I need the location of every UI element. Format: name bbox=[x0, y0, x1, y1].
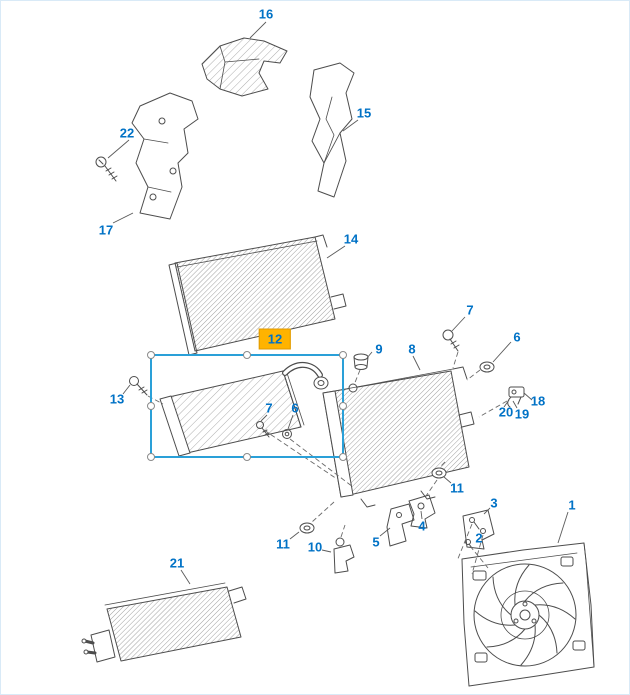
part-label-6-inner[interactable]: 6 bbox=[291, 400, 299, 416]
part-21-oil-cooler[interactable] bbox=[81, 582, 247, 663]
selection-handles bbox=[147, 351, 347, 461]
part-15-heat-shield[interactable] bbox=[309, 62, 355, 198]
label-leader-lines bbox=[107, 21, 569, 585]
bolt-7-upper-icon[interactable] bbox=[442, 329, 460, 352]
bolt-13-icon[interactable] bbox=[129, 376, 148, 396]
clip-10-icon[interactable] bbox=[333, 537, 355, 574]
part-label-11-right[interactable]: 11 bbox=[450, 480, 464, 496]
part-label-11-left[interactable]: 11 bbox=[276, 536, 290, 552]
assembly-dashed-lines bbox=[147, 351, 508, 575]
selection-handle bbox=[147, 453, 155, 461]
part-label-13[interactable]: 13 bbox=[109, 391, 125, 407]
selection-handle bbox=[147, 402, 155, 410]
part-label-19[interactable]: 19 bbox=[514, 406, 530, 422]
selection-handle bbox=[147, 351, 155, 359]
part-label-7-inner[interactable]: 7 bbox=[265, 400, 273, 416]
part-label-3[interactable]: 3 bbox=[490, 495, 498, 511]
part-8-radiator[interactable] bbox=[322, 366, 475, 508]
grommet-11-right-icon[interactable] bbox=[431, 467, 447, 479]
part-label-2[interactable]: 2 bbox=[475, 530, 483, 546]
part-17-bracket-panel[interactable] bbox=[131, 92, 199, 220]
part-label-5[interactable]: 5 bbox=[372, 534, 380, 550]
selection-box[interactable] bbox=[147, 351, 347, 461]
part-label-10[interactable]: 10 bbox=[307, 539, 323, 555]
part-label-15[interactable]: 15 bbox=[356, 105, 372, 121]
part-12-intercooler[interactable] bbox=[159, 362, 329, 457]
part-1-fan-shroud[interactable] bbox=[461, 542, 595, 687]
part-label-8[interactable]: 8 bbox=[408, 341, 416, 357]
part-label-16[interactable]: 16 bbox=[258, 6, 274, 22]
bolt-7-icon[interactable] bbox=[256, 421, 270, 438]
clip-18-19-20-icons[interactable] bbox=[507, 386, 525, 408]
part-4-bracket[interactable] bbox=[408, 494, 436, 529]
part-label-20[interactable]: 20 bbox=[498, 404, 514, 420]
part-label-14[interactable]: 14 bbox=[343, 231, 359, 247]
grommet-11-left-icon[interactable] bbox=[299, 522, 315, 534]
part-label-21[interactable]: 21 bbox=[169, 555, 185, 571]
part-5-bracket[interactable] bbox=[386, 503, 415, 547]
cap-9-icon[interactable] bbox=[353, 353, 369, 370]
grommet-6-upper-icon[interactable] bbox=[479, 361, 495, 373]
selection-handle bbox=[339, 453, 347, 461]
part-label-1[interactable]: 1 bbox=[568, 497, 576, 513]
part-label-22[interactable]: 22 bbox=[119, 125, 135, 141]
part-label-4[interactable]: 4 bbox=[418, 518, 426, 534]
part-label-6-upper[interactable]: 6 bbox=[513, 329, 521, 345]
selection-handle bbox=[339, 402, 347, 410]
selection-handle bbox=[339, 351, 347, 359]
part-label-17[interactable]: 17 bbox=[98, 222, 114, 238]
part-label-18[interactable]: 18 bbox=[530, 393, 546, 409]
screw-22-icon[interactable] bbox=[95, 156, 118, 182]
part-label-7-upper[interactable]: 7 bbox=[466, 302, 474, 318]
part-14-condenser[interactable] bbox=[168, 234, 347, 356]
washer-6-icon[interactable] bbox=[282, 429, 292, 439]
selection-handle bbox=[243, 453, 251, 461]
part-label-9[interactable]: 9 bbox=[375, 341, 383, 357]
selection-handle bbox=[243, 351, 251, 359]
part-16-heat-shield[interactable] bbox=[201, 37, 288, 97]
part-label-12[interactable]: 12 bbox=[258, 328, 292, 350]
